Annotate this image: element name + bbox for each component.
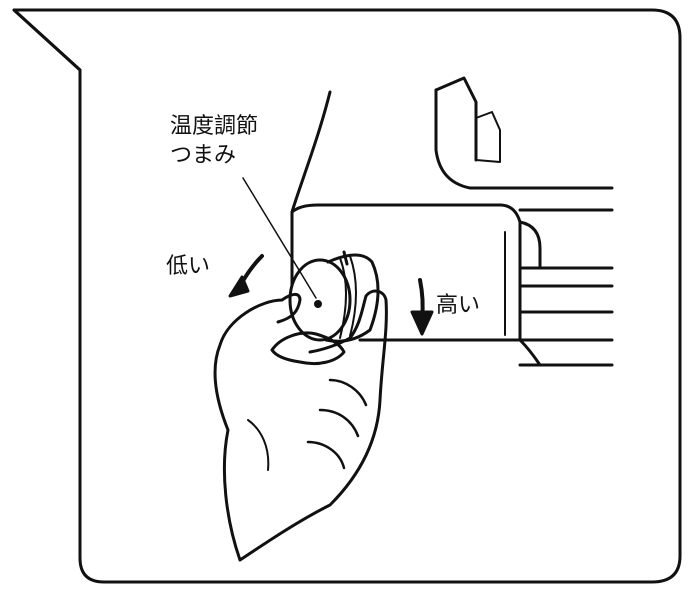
handle-top [434,76,478,162]
low-arrow-head [228,275,250,298]
hand-crease [247,419,270,471]
appliance-top-face [290,203,522,224]
knob-mark [342,250,349,266]
right-rails [518,208,614,367]
appliance-front-face [358,220,522,342]
frame-border [12,8,682,584]
handle-detail [475,111,501,163]
high-arrow-head [410,310,434,336]
folded-corner [12,8,82,72]
knob-title-line2: つまみ [170,143,236,168]
knob-ridges [339,255,357,339]
right-rail-curve [518,220,542,367]
low-label: 低い [166,254,210,279]
label-leader-line [242,177,317,299]
knob-title-line1: 温度調節 [170,114,258,139]
hand-thumb [270,331,346,366]
knob-center [314,300,322,308]
hand-outline [213,289,388,562]
high-label: 高い [436,293,480,318]
appliance-handle [434,88,614,190]
hand-fingers [306,378,368,470]
appliance-left-edge [290,90,332,302]
